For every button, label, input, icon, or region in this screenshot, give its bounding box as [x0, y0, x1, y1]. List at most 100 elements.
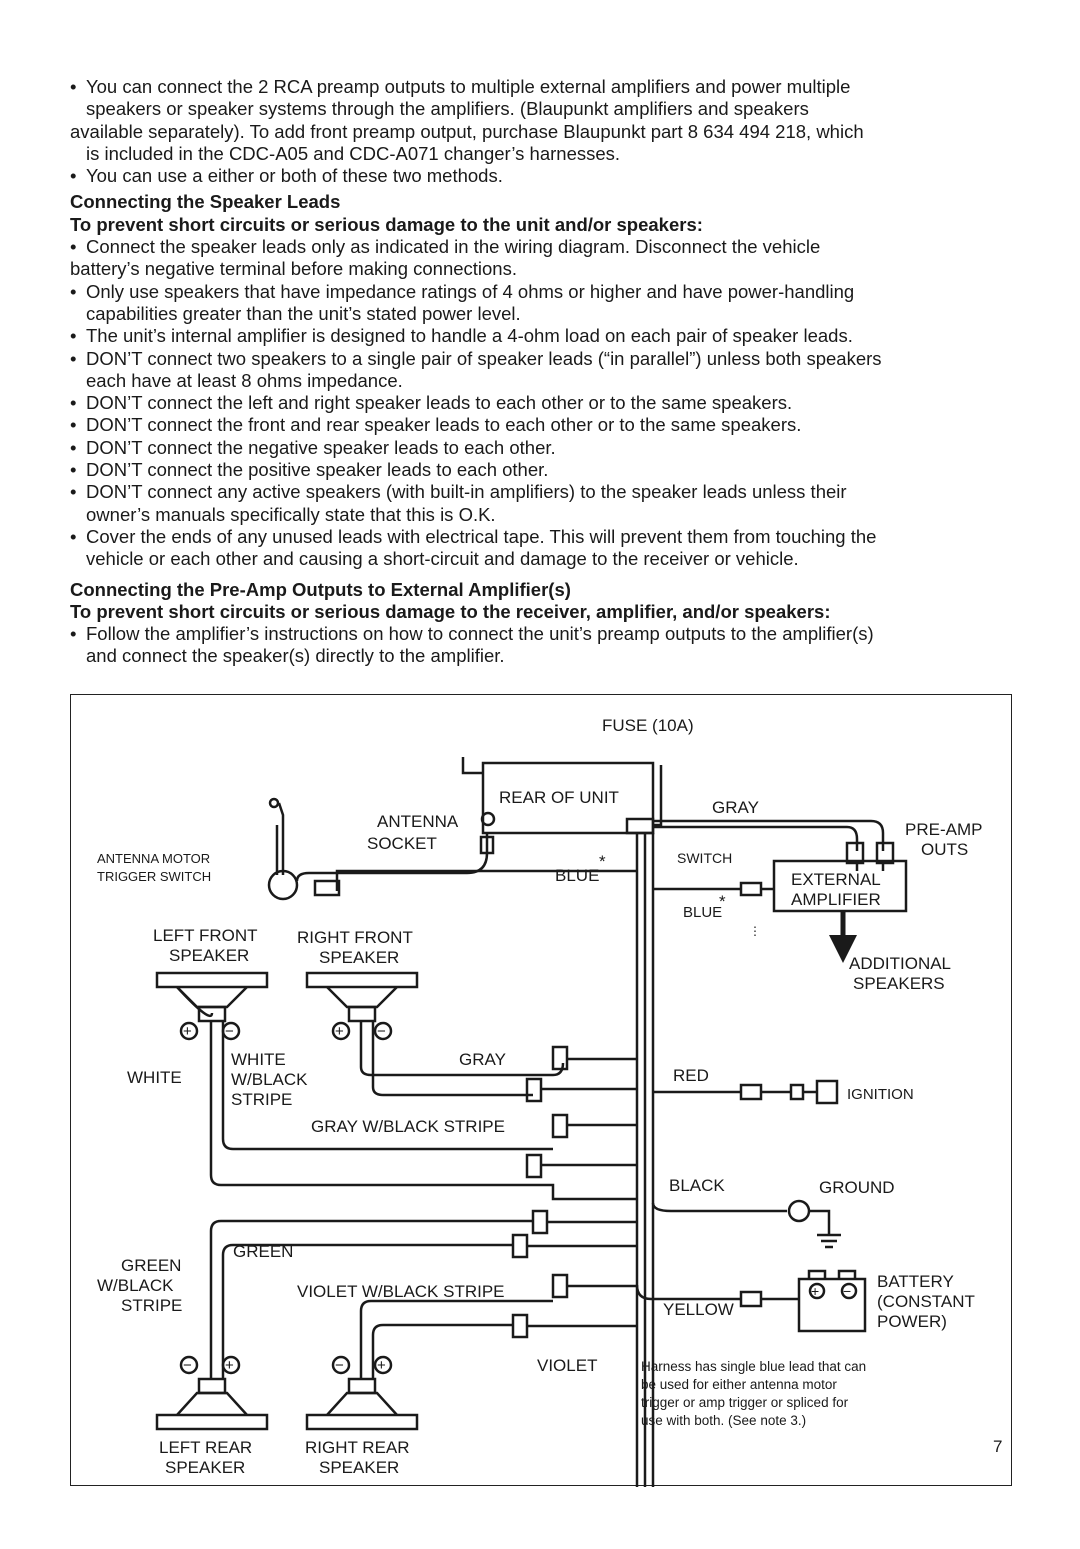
blue-cut-label: BLUE: [683, 904, 722, 921]
white-black-wire: [221, 1021, 553, 1151]
antenna-label: ANTENNA: [377, 812, 459, 831]
right-rear-minus-terminal: [331, 1355, 351, 1375]
violet-bs-label: VIOLET W/BLACK STRIPE: [297, 1282, 505, 1301]
gray-connector-2: [525, 1077, 543, 1103]
external-amplifier-box: [772, 859, 908, 913]
blue-label: BLUE: [555, 866, 599, 885]
bullet-item: •The unit’s internal amplifier is design…: [70, 325, 853, 347]
preamp-wire: [653, 819, 885, 851]
bullet-item: •Cover the ends of any unused leads with…: [70, 525, 877, 547]
right-front-minus-terminal: [373, 1021, 393, 1041]
black-wire: [651, 1202, 787, 1213]
right-front-speaker-magnet: [347, 1005, 377, 1023]
minus-sign: −: [183, 1357, 192, 1374]
bullet-item: •You can use a either or both of these t…: [70, 165, 503, 187]
green-label: GREEN: [233, 1242, 293, 1261]
left-front-plus-terminal: [179, 1021, 199, 1041]
plus-sign: +: [183, 1023, 192, 1040]
rca-plug-left: [845, 841, 865, 865]
bullet-item: •Follow the amplifier’s instructions on …: [70, 623, 874, 645]
blue-trigger-wire: [335, 869, 637, 891]
battery-minus-sign: −: [843, 1283, 851, 1299]
white-label: WHITE: [127, 1068, 182, 1087]
section-warning: To prevent short circuits or serious dam…: [70, 213, 703, 235]
left-front-speaker-cone: [176, 986, 248, 1009]
wiring-diagram-svg: ⋮ FUSE (10A) REAR OF UNIT GRAY ANTENNA S…: [97, 716, 982, 1505]
right-rear-speaker-rim: [305, 1413, 419, 1431]
antenna-plug-end: [479, 835, 495, 855]
manual-text: •You can connect the 2 RCA preamp output…: [70, 76, 1030, 668]
fuse-wire: [653, 765, 663, 827]
ground-icon: [809, 1209, 841, 1249]
right-rear-speaker-cone: [326, 1391, 398, 1416]
bullet-item: •DON’T connect the left and right speake…: [70, 392, 793, 414]
yellow-wire: [635, 1284, 741, 1301]
switch-connector: [739, 881, 763, 897]
gray-top-label: GRAY: [712, 798, 759, 817]
green-bs-label-1: GREEN: [121, 1256, 181, 1275]
speakers-label: SPEAKERS: [853, 974, 945, 993]
section-warning: To prevent short circuits or serious dam…: [70, 600, 831, 622]
violet-bs-connector: [551, 1273, 569, 1299]
bullet-item: •Only use speakers that have impedance r…: [70, 280, 855, 302]
green-bs-label-3: STRIPE: [121, 1296, 182, 1315]
plus-sign: +: [377, 1357, 386, 1374]
gray-black-wire: [371, 1021, 533, 1097]
antenna-mast: [275, 802, 285, 875]
antenna-cable: [295, 833, 489, 882]
left-rear-speaker-cone: [176, 1391, 248, 1416]
violet-label: VIOLET: [537, 1356, 597, 1375]
left-rear-minus-terminal: [179, 1355, 199, 1375]
preamp-label: PRE-AMP: [905, 820, 982, 839]
ignition-fuse: [789, 1083, 805, 1101]
white-bs-label-2: W/BLACK: [231, 1070, 308, 1089]
right-rear-plus-terminal: [373, 1355, 393, 1375]
battery-icon: [797, 1277, 867, 1333]
star-note-2: *: [719, 892, 726, 911]
right-front-label: RIGHT FRONT: [297, 928, 413, 947]
constant-label: (CONSTANT: [877, 1292, 975, 1311]
rca-plug-right: [875, 841, 895, 865]
section-heading: Connecting the Pre-Amp Outputs to Extern…: [70, 578, 571, 600]
ground-label: GROUND: [819, 1178, 895, 1197]
antenna-motor-label: ANTENNA MOTOR: [97, 851, 210, 866]
green-connector: [511, 1233, 529, 1259]
battery-plus-sign: +: [811, 1283, 819, 1299]
antenna-motor: [267, 869, 299, 901]
battery-plus-terminal: [808, 1282, 826, 1300]
arrow-down-icon: [829, 935, 857, 963]
left-front-label: LEFT FRONT: [153, 926, 258, 945]
bullet-item: •DON’T connect two speakers to a single …: [70, 347, 882, 369]
ignition-terminal: [815, 1079, 839, 1105]
page-number: 7: [993, 1437, 1003, 1456]
bullet-item: •DON’T connect the front and rear speake…: [70, 414, 802, 436]
note-line-3: trigger or amp trigger or spliced for: [641, 1395, 849, 1410]
gray-bs-label: GRAY W/BLACK STRIPE: [311, 1117, 505, 1136]
right-front-plus-terminal: [331, 1021, 351, 1041]
blue-connector: [313, 879, 341, 897]
additional-label: ADDITIONAL: [849, 954, 951, 973]
yellow-connector: [739, 1290, 763, 1308]
socket-label: SOCKET: [367, 834, 437, 853]
right-front-speaker-cone: [326, 986, 398, 1009]
white-connector: [525, 1153, 543, 1179]
gray-label: GRAY: [459, 1050, 506, 1069]
left-rear-speaker-label: SPEAKER: [165, 1458, 245, 1477]
bullet-item: •You can connect the 2 RCA preamp output…: [70, 76, 851, 97]
red-label: RED: [673, 1066, 709, 1085]
note-line-4: use with both. (See note 3.): [641, 1413, 806, 1428]
section-heading: Connecting the Speaker Leads: [70, 191, 341, 213]
star-note: *: [599, 852, 606, 871]
violet-connector: [511, 1313, 529, 1339]
head-unit-box: [481, 761, 655, 835]
bullet-item: •DON’T connect the negative speaker lead…: [70, 436, 556, 458]
right-front-speaker-label: SPEAKER: [319, 948, 399, 967]
battery-minus-terminal: [840, 1282, 858, 1300]
green-bs-connector: [531, 1209, 549, 1235]
antenna-tip: [268, 797, 280, 809]
ellipsis-dots: ⋮: [749, 924, 761, 938]
power-label: POWER): [877, 1312, 947, 1331]
note-line-2: be used for either antenna motor: [641, 1377, 837, 1392]
outs-label: OUTS: [921, 840, 968, 859]
minus-sign: −: [335, 1357, 344, 1374]
